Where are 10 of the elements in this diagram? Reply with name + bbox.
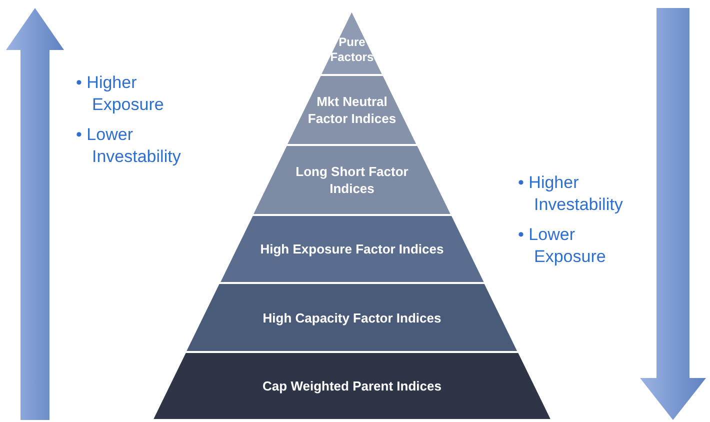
tier-label: High Capacity Factor Indices: [262, 309, 442, 326]
tier-label: High Exposure Factor Indices: [259, 240, 445, 258]
tier-label: Pure Factors: [329, 35, 375, 66]
bullet-point: • Higher Investability: [518, 172, 624, 216]
bullet-point: • Lower Investability: [76, 124, 182, 168]
tier-label: Long Short Factor Indices: [294, 163, 410, 197]
tier-label: Mkt Neutral Factor Indices: [306, 93, 398, 127]
bullet-point: • Higher Exposure: [76, 72, 165, 116]
bullet-point: • Lower Exposure: [518, 224, 607, 268]
tier-label: Cap Weighted Parent Indices: [262, 378, 442, 394]
